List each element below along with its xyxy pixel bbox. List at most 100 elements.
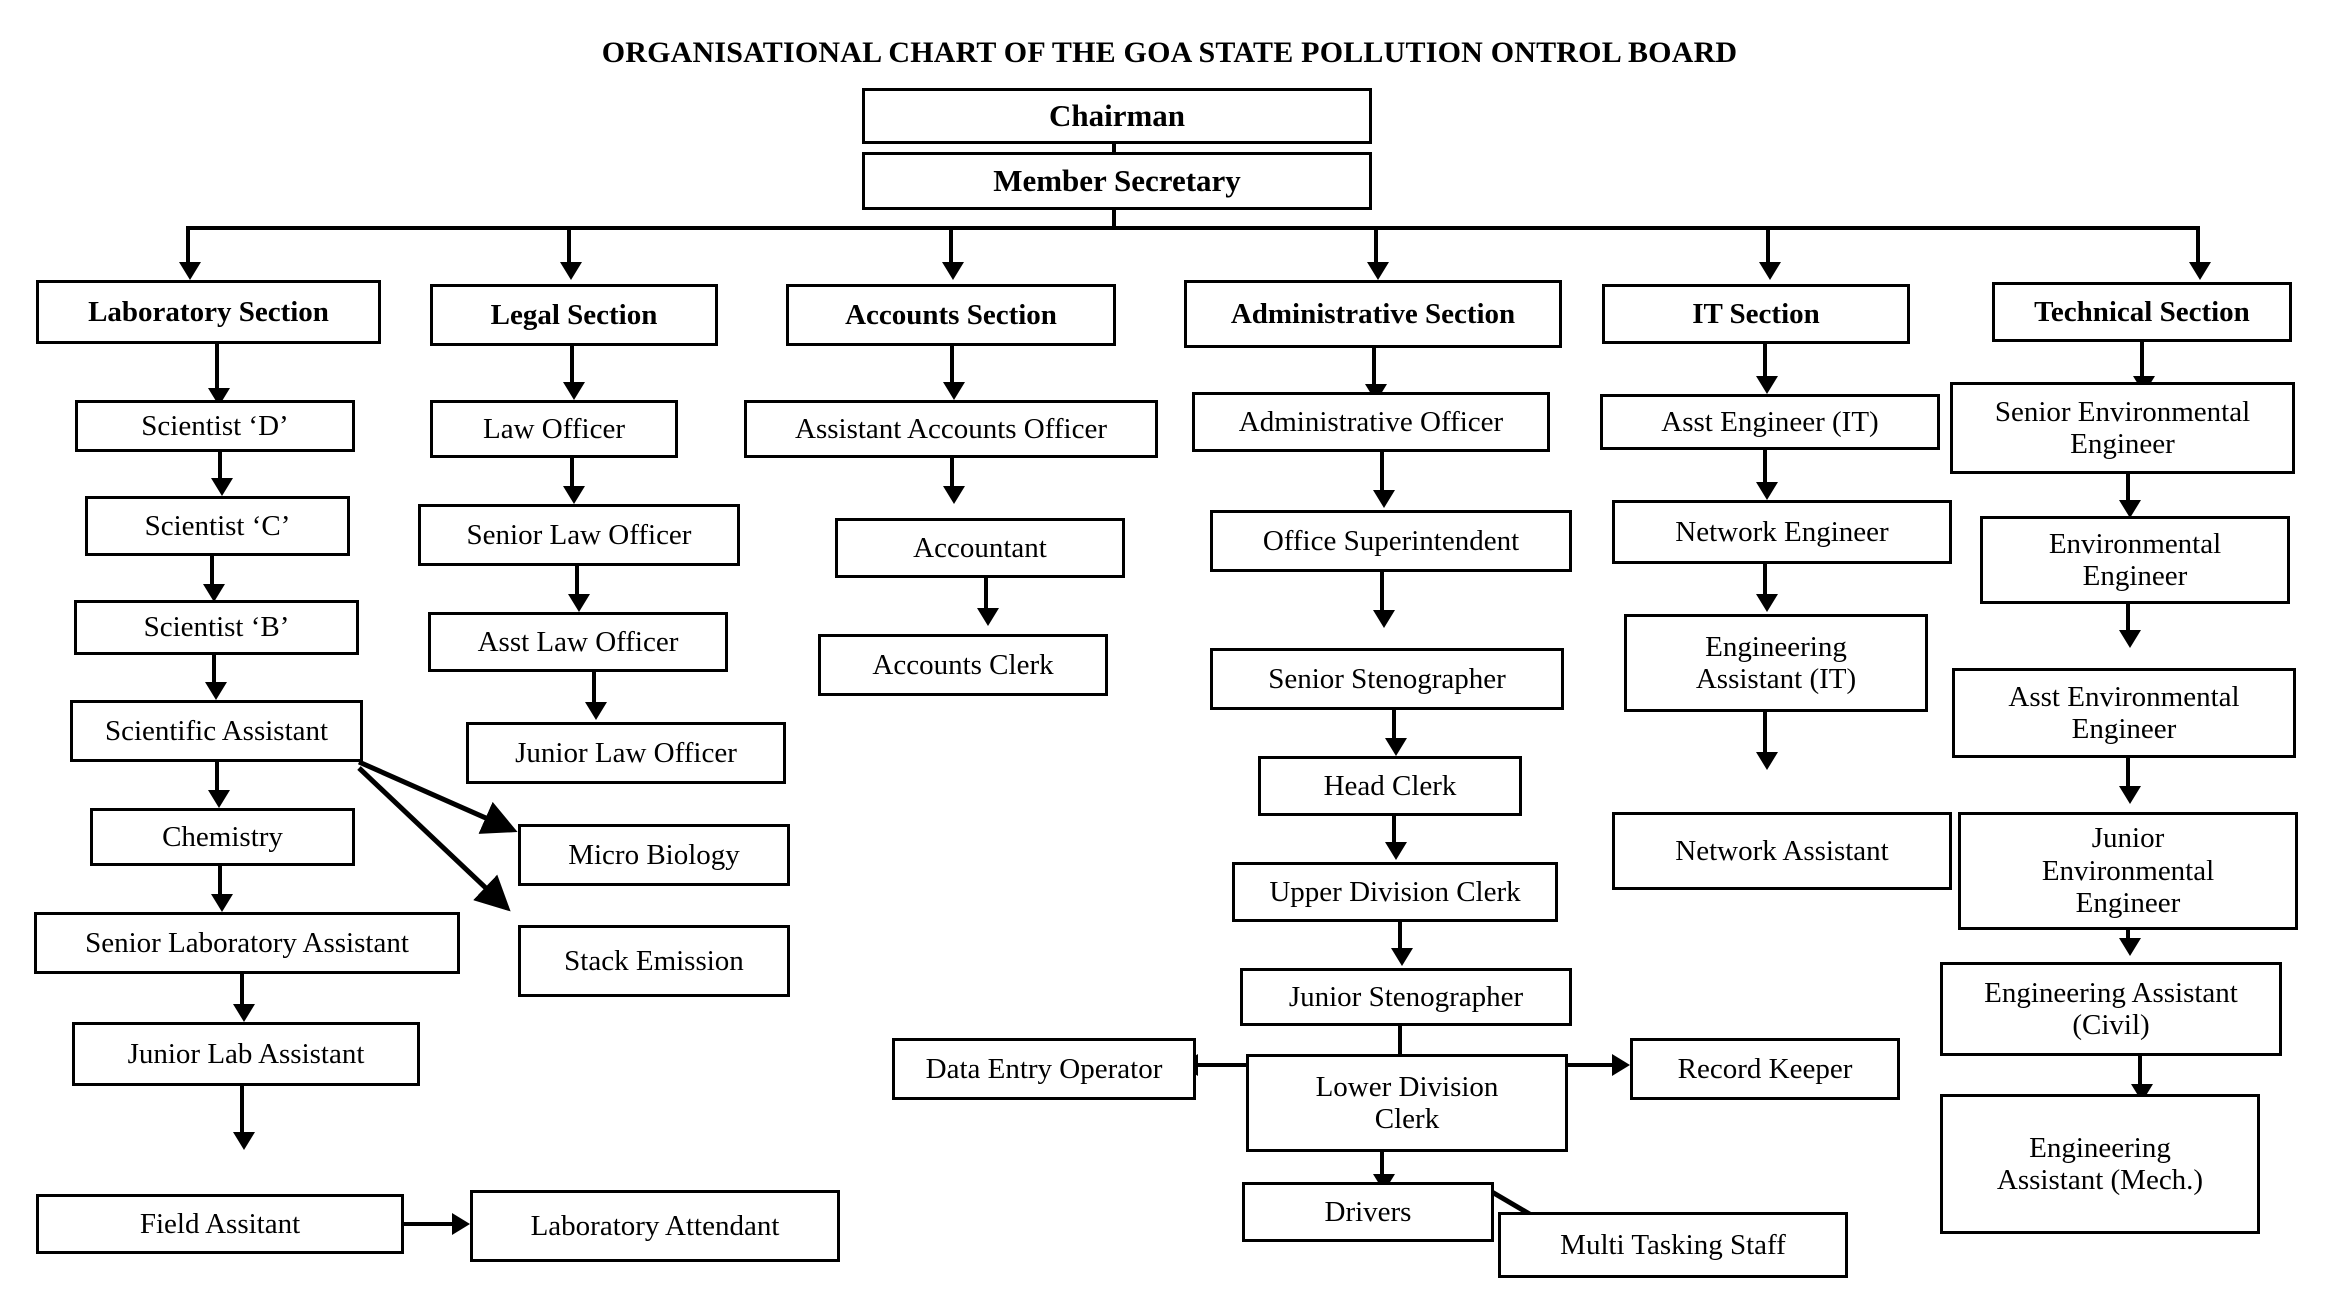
node-stack-emission[interactable]: Stack Emission — [518, 925, 790, 997]
node-senior-laboratory-assistant-label: Senior Laboratory Assistant — [85, 926, 409, 959]
connector-head-clerk-to-udc — [1392, 816, 1396, 848]
node-member-secretary-label: Member Secretary — [993, 162, 1241, 198]
connector-junior-steno-to-ldc — [1398, 1026, 1402, 1062]
node-head-clerk[interactable]: Head Clerk — [1258, 756, 1522, 816]
node-office-superintendent-label: Office Superintendent — [1262, 524, 1520, 557]
node-senior-environmental-engineer-line2: Engineer — [2070, 428, 2175, 460]
connector-bus-to-legal — [567, 226, 571, 264]
node-engineering-assistant-it[interactable]: Engineering Assistant (IT) — [1624, 614, 1928, 712]
connector-chemistry-to-senior-lab — [218, 866, 222, 900]
node-network-assistant[interactable]: Network Assistant — [1612, 812, 1952, 890]
node-scientist-b[interactable]: Scientist ‘B’ — [74, 600, 359, 655]
node-accounts-clerk[interactable]: Accounts Clerk — [818, 634, 1108, 696]
node-asst-law-officer[interactable]: Asst Law Officer — [428, 612, 728, 672]
connector-scientist-d-to-c — [218, 452, 222, 482]
arrowhead-it — [1759, 262, 1781, 280]
node-junior-lab-assistant[interactable]: Junior Lab Assistant — [72, 1022, 420, 1086]
arrowhead-network-assistant — [1756, 752, 1778, 770]
node-senior-law-officer[interactable]: Senior Law Officer — [418, 504, 740, 566]
node-administrative-officer[interactable]: Administrative Officer — [1192, 392, 1550, 452]
connector-sci-asst-branches — [357, 759, 518, 912]
node-accountant[interactable]: Accountant — [835, 518, 1125, 578]
node-law-officer-label: Law Officer — [483, 412, 625, 445]
connector-senior-lab-to-junior-lab — [240, 974, 244, 1010]
node-asst-environmental-engineer[interactable]: Asst Environmental Engineer — [1952, 668, 2296, 758]
arrowhead-senior-lab-assistant — [211, 894, 233, 912]
node-laboratory-attendant[interactable]: Laboratory Attendant — [470, 1190, 840, 1262]
node-member-secretary[interactable]: Member Secretary — [862, 152, 1372, 210]
node-laboratory-section[interactable]: Laboratory Section — [36, 280, 381, 344]
node-multi-tasking-staff[interactable]: Multi Tasking Staff — [1498, 1212, 1848, 1278]
node-field-assistant-label: Field Assitant — [139, 1207, 301, 1240]
node-field-assistant[interactable]: Field Assitant — [36, 1194, 404, 1254]
connector-bus-to-technical — [2196, 226, 2200, 264]
node-engineering-assistant-mech[interactable]: Engineering Assistant (Mech.) — [1940, 1094, 2260, 1234]
arrowhead-laboratory-attendant — [452, 1213, 470, 1235]
node-scientist-c[interactable]: Scientist ‘C’ — [85, 496, 350, 556]
connector-office-supt-to-senior-steno — [1380, 572, 1384, 616]
node-it-section-label: IT Section — [1692, 297, 1820, 330]
node-stack-emission-label: Stack Emission — [564, 944, 744, 977]
node-engineering-assistant-civil[interactable]: Engineering Assistant (Civil) — [1940, 962, 2282, 1056]
node-accounts-clerk-label: Accounts Clerk — [872, 648, 1054, 681]
node-chemistry[interactable]: Chemistry — [90, 808, 355, 866]
node-asst-environmental-engineer-line1: Asst Environmental — [2008, 680, 2240, 713]
node-law-officer[interactable]: Law Officer — [430, 400, 678, 458]
node-legal-section[interactable]: Legal Section — [430, 284, 718, 346]
node-drivers[interactable]: Drivers — [1242, 1182, 1494, 1242]
node-administrative-section-label: Administrative Section — [1230, 297, 1516, 330]
node-junior-environmental-engineer-line1: Junior — [2091, 822, 2165, 855]
arrowhead-junior-stenographer — [1391, 948, 1413, 966]
node-office-superintendent[interactable]: Office Superintendent — [1210, 510, 1572, 572]
node-scientific-assistant[interactable]: Scientific Assistant — [70, 700, 363, 762]
connector-sci-asst-to-chemistry — [215, 762, 219, 794]
node-senior-environmental-engineer[interactable]: Senior Environmental Engineer — [1950, 382, 2295, 474]
node-junior-stenographer[interactable]: Junior Stenographer — [1240, 968, 1572, 1026]
node-scientist-b-label: Scientist ‘B’ — [143, 611, 290, 644]
node-chairman[interactable]: Chairman — [862, 88, 1372, 144]
arrowhead-office-superintendent — [1373, 490, 1395, 508]
arrowhead-senior-law-officer — [563, 486, 585, 504]
node-engineering-assistant-it-line2: Assistant (IT) — [1695, 663, 1857, 695]
arrowhead-junior-lab-assistant — [233, 1004, 255, 1022]
arrowhead-legal — [560, 262, 582, 280]
node-technical-section[interactable]: Technical Section — [1992, 282, 2292, 342]
connector-bus-to-laboratory — [186, 226, 190, 264]
connector-ao-to-office-supt — [1380, 452, 1384, 496]
node-accounts-section[interactable]: Accounts Section — [786, 284, 1116, 346]
connector-ldc-to-data-entry — [1198, 1063, 1248, 1067]
arrowhead-accountant — [943, 486, 965, 504]
node-environmental-engineer-line1: Environmental — [2048, 527, 2222, 560]
node-upper-division-clerk[interactable]: Upper Division Clerk — [1232, 862, 1558, 922]
node-it-section[interactable]: IT Section — [1602, 284, 1910, 344]
node-micro-biology[interactable]: Micro Biology — [518, 824, 790, 886]
connector-field-to-lab-attendant — [404, 1222, 458, 1226]
connector-network-eng-to-eng-asst-it — [1763, 564, 1767, 600]
node-junior-environmental-engineer-line2: Environmental — [2041, 854, 2215, 887]
node-record-keeper[interactable]: Record Keeper — [1630, 1038, 1900, 1100]
node-lower-division-clerk[interactable]: Lower Division Clerk — [1246, 1054, 1568, 1152]
node-administrative-section[interactable]: Administrative Section — [1184, 280, 1562, 348]
node-network-engineer[interactable]: Network Engineer — [1612, 500, 1952, 564]
arrowhead-senior-stenographer — [1373, 610, 1395, 628]
node-junior-lab-assistant-label: Junior Lab Assistant — [127, 1037, 365, 1070]
node-scientist-d[interactable]: Scientist ‘D’ — [75, 400, 355, 452]
node-data-entry-operator[interactable]: Data Entry Operator — [892, 1038, 1196, 1100]
node-assistant-accounts-officer-label: Assistant Accounts Officer — [795, 412, 1107, 445]
node-senior-stenographer[interactable]: Senior Stenographer — [1210, 648, 1564, 710]
node-senior-law-officer-label: Senior Law Officer — [466, 518, 692, 551]
connector-section-bus — [186, 226, 2200, 230]
connector-secretary-drop — [1112, 210, 1116, 228]
node-asst-engineer-it[interactable]: Asst Engineer (IT) — [1600, 394, 1940, 450]
node-junior-law-officer[interactable]: Junior Law Officer — [466, 722, 786, 784]
connector-asst-env-to-junior-env — [2126, 758, 2130, 792]
node-assistant-accounts-officer[interactable]: Assistant Accounts Officer — [744, 400, 1158, 458]
node-junior-environmental-engineer[interactable]: Junior Environmental Engineer — [1958, 812, 2298, 930]
connector-eng-asst-it-to-network-asst — [1763, 712, 1767, 760]
node-junior-stenographer-label: Junior Stenographer — [1288, 980, 1524, 1013]
node-scientific-assistant-label: Scientific Assistant — [104, 714, 329, 747]
node-environmental-engineer[interactable]: Environmental Engineer — [1980, 516, 2290, 604]
node-senior-laboratory-assistant[interactable]: Senior Laboratory Assistant — [34, 912, 460, 974]
arrowhead-junior-law-officer — [585, 702, 607, 720]
